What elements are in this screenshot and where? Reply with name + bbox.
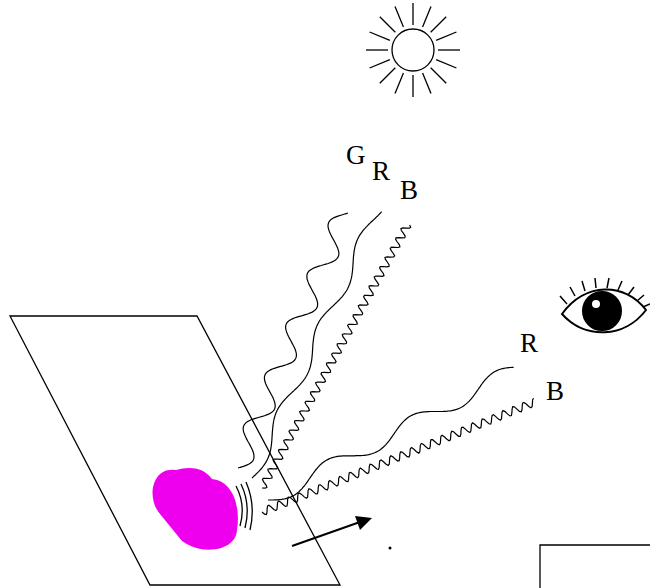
sun-ray [412, 75, 413, 97]
absorption-marks [236, 482, 252, 530]
sun-ray [370, 32, 390, 40]
wave-label: B [546, 378, 564, 405]
sun-ray [380, 17, 396, 33]
dye-spot [153, 468, 238, 550]
direction-arrow [292, 516, 372, 546]
red-wave [252, 212, 382, 478]
sun-ray [395, 7, 403, 27]
sun-ray [438, 49, 460, 50]
paper-sheet [10, 316, 340, 585]
dot [389, 547, 392, 550]
sun-ray [423, 73, 431, 93]
sun-ray [436, 32, 456, 40]
sun-ray [366, 49, 388, 50]
reflected-red-wave [268, 367, 514, 500]
wave-label: R [520, 330, 538, 357]
corner-box [540, 545, 650, 588]
wave-label: B [400, 177, 418, 204]
sun-ray [395, 73, 403, 93]
reflected-blue-wave [262, 398, 534, 514]
sun-ray [431, 68, 447, 84]
sun-ray [380, 68, 396, 84]
sun [366, 3, 460, 97]
sun-ray [370, 60, 390, 68]
wave-label: R [372, 158, 390, 185]
sun-ray [431, 17, 447, 33]
sun-ray [423, 7, 431, 27]
wave-label: G [346, 142, 366, 169]
eye [560, 278, 650, 332]
sun-ray [412, 3, 413, 25]
blue-wave [262, 225, 411, 488]
sun-ray [436, 60, 456, 68]
